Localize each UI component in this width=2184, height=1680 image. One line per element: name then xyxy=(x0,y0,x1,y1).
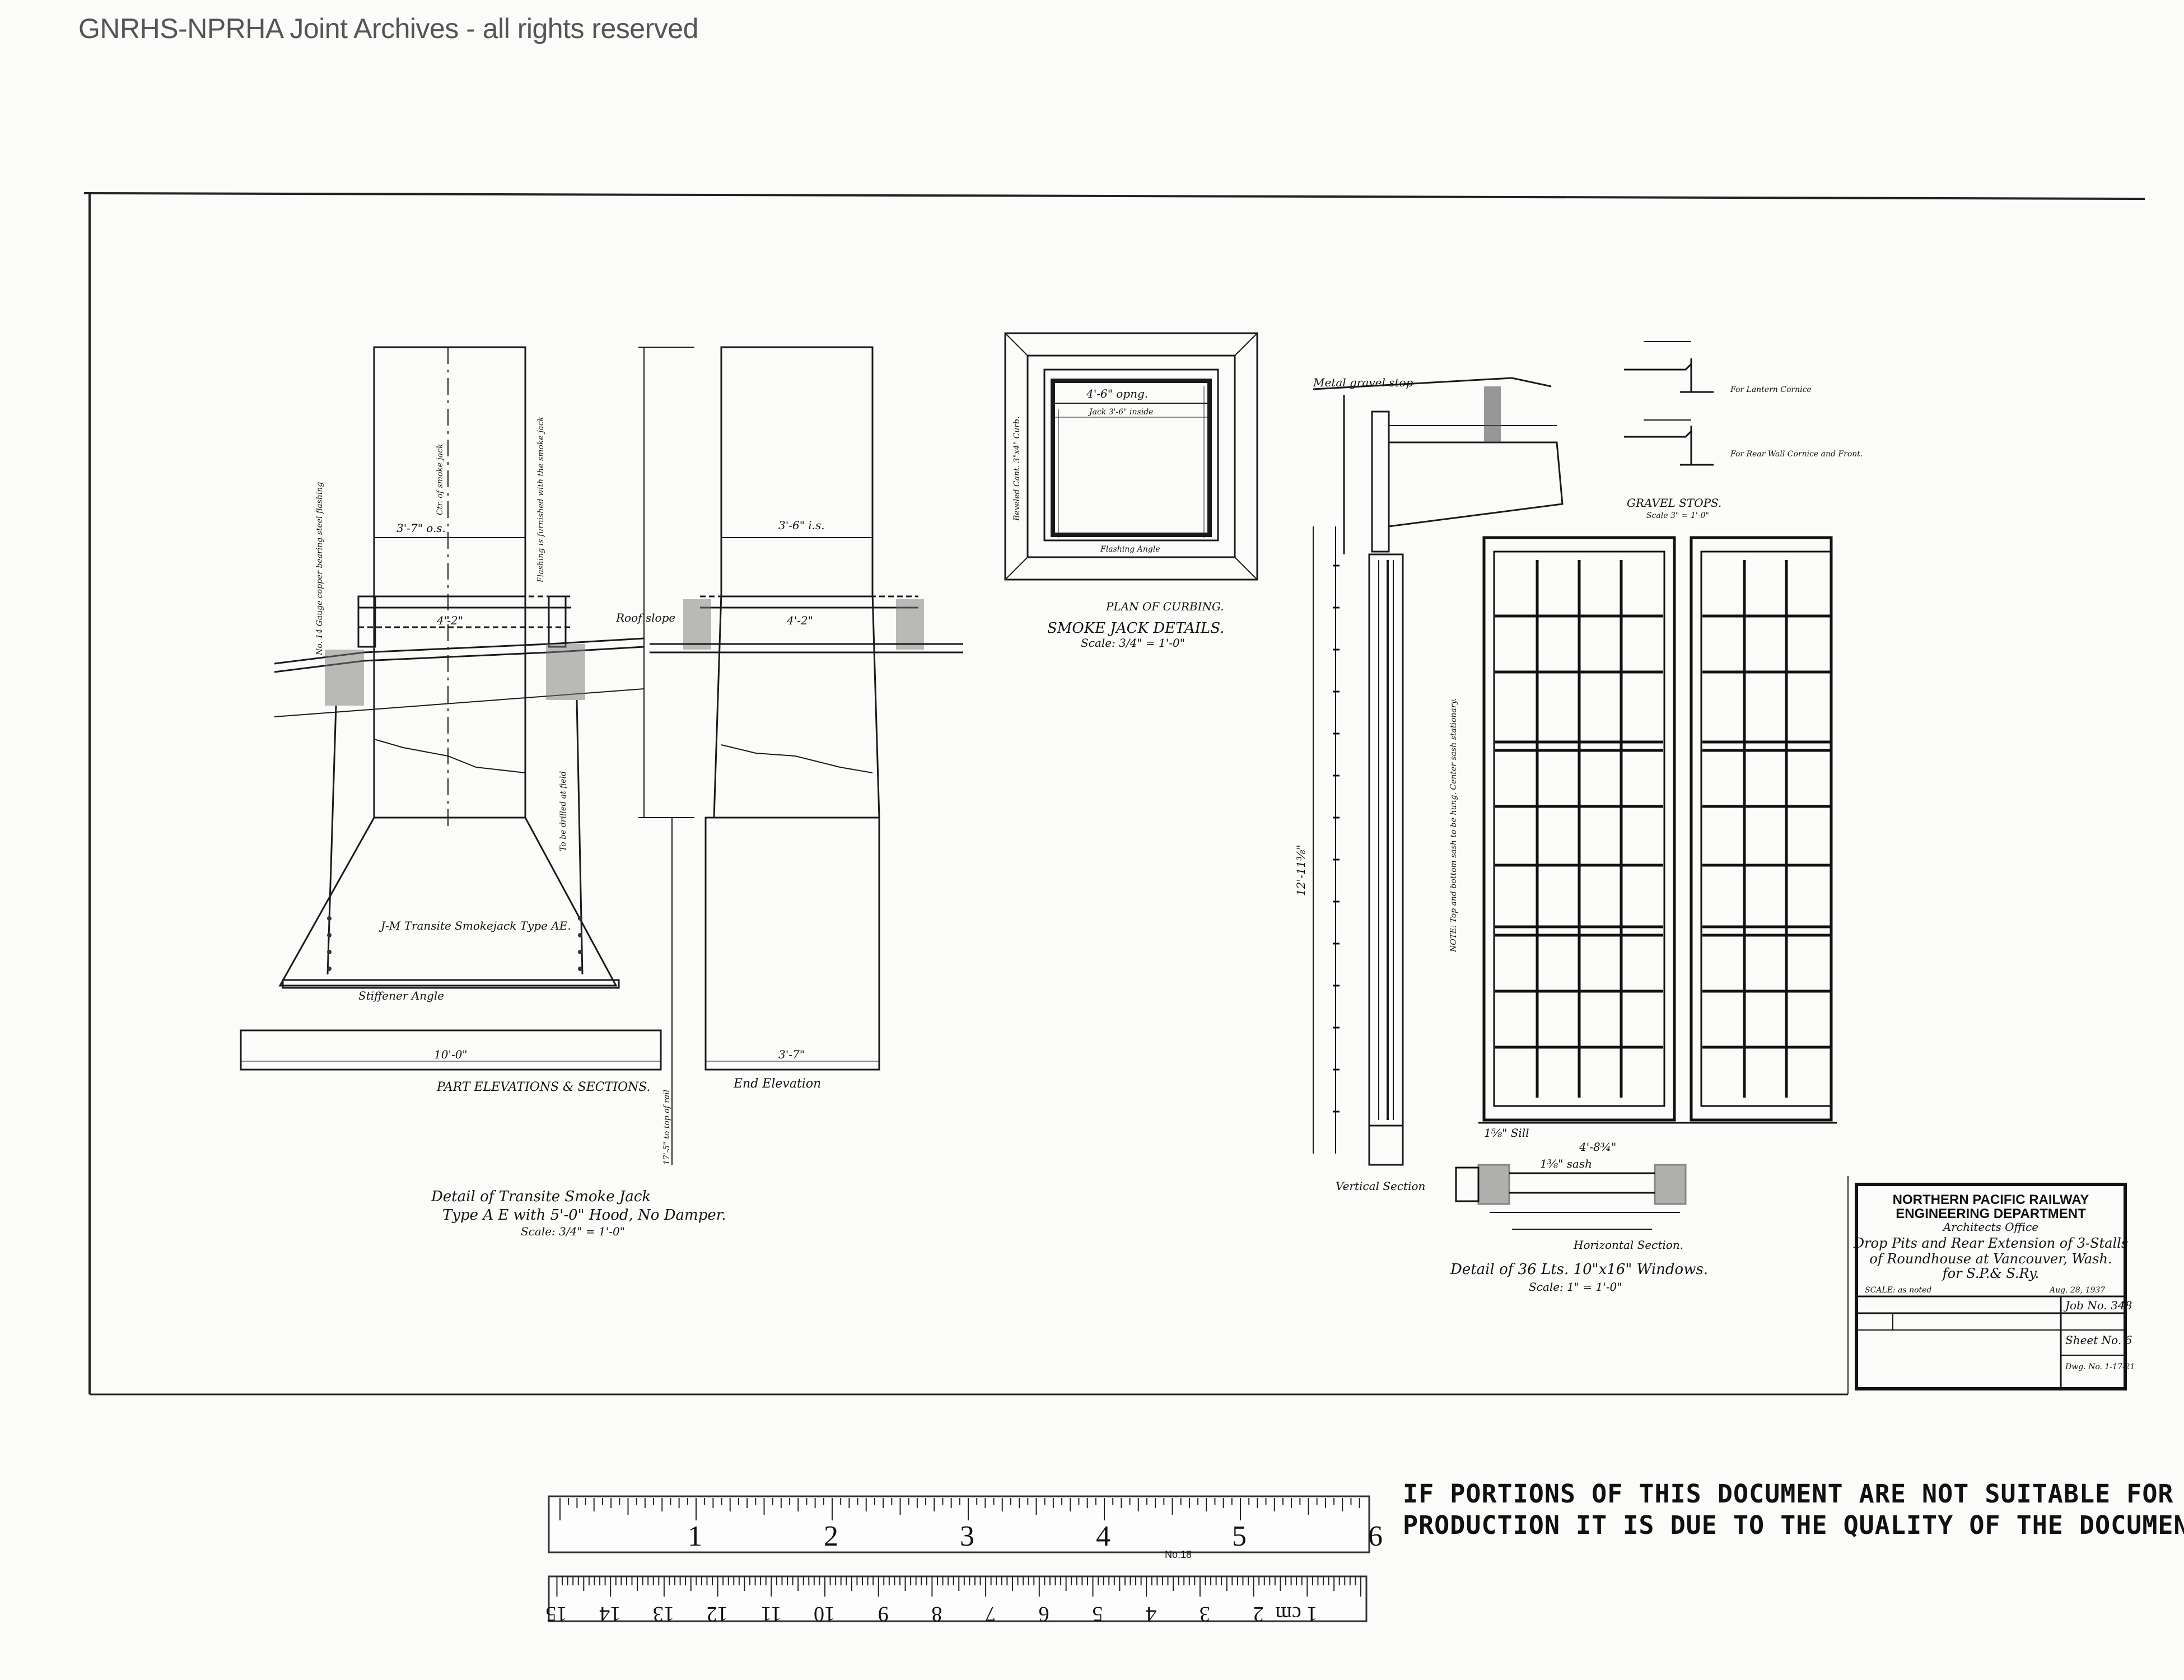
ruler-cm-label: 12 xyxy=(707,1602,728,1626)
tb-scale: SCALE: as noted xyxy=(1865,1286,1931,1295)
caption-end-elevation: End Elevation xyxy=(733,1077,821,1091)
tb-company: NORTHERN PACIFIC RAILWAY xyxy=(1893,1192,2089,1207)
label-curb: Beveled Cant. 3"x4" Curb. xyxy=(1012,417,1021,521)
ruler-cm-label: 8 xyxy=(931,1602,942,1626)
tb-office: Architects Office xyxy=(1942,1220,2038,1234)
scale-smoke-jack-details: Scale: 3/4" = 1'-0" xyxy=(1081,636,1185,650)
tb-department: ENGINEERING DEPARTMENT xyxy=(1896,1206,2086,1221)
dim-hood-42b: 4'-2" xyxy=(786,614,813,627)
window-vertical-section xyxy=(1313,377,1564,1166)
scale-window-detail: Scale: 1" = 1'-0" xyxy=(1529,1280,1622,1294)
window-elevation xyxy=(1478,536,1837,1124)
smoke-jack-end-elevation xyxy=(650,346,963,1071)
label-rear-wall-cornice: For Rear Wall Cornice and Front. xyxy=(1730,450,1863,459)
ruler-inch-labels: 1 2 3 4 5 6 xyxy=(688,1520,1383,1552)
label-ctr-smoke-jack: Ctr. of smoke jack xyxy=(436,444,445,515)
dim-hood-42: 4'-2" xyxy=(436,614,463,627)
label-drilled-field: To be drilled at field xyxy=(559,771,568,851)
ruler-cm-label: 9 xyxy=(878,1602,889,1626)
dim-inside-width: 3'-6" i.s. xyxy=(778,519,825,532)
subtitle-smoke-jack-detail: Type A E with 5'-0" Hood, No Damper. xyxy=(442,1207,726,1224)
dim-outside-width: 3'-7" o.s. xyxy=(396,521,446,535)
label-flashing-furnished: Flashing is furnished with the smoke jac… xyxy=(536,417,545,583)
ruler-inch-label: 4 xyxy=(1096,1520,1110,1552)
dim-end-width: 3'-7" xyxy=(778,1048,805,1061)
notice-line-1: IF PORTIONS OF THIS DOCUMENT ARE NOT SUI… xyxy=(1403,1479,2184,1509)
ruler-inch-label: 2 xyxy=(824,1520,838,1552)
dim-window-height: 12'-11⅜" xyxy=(1294,844,1308,896)
notice-line-2: PRODUCTION IT IS DUE TO THE QUALITY OF T… xyxy=(1403,1510,2184,1540)
tb-line3: for S.P.& S.Ry. xyxy=(1942,1266,2039,1281)
ruler-cm-label: 11 xyxy=(761,1602,782,1626)
label-stiffener-angle: Stiffener Angle xyxy=(358,989,444,1002)
label-steel-flashing: No. 14 Gauge copper bearing steel flashi… xyxy=(315,482,324,656)
ruler-cm-label: 14 xyxy=(599,1602,620,1626)
ruler-cm-label: 5 xyxy=(1093,1602,1103,1626)
label-metal-gravel-stop: Metal gravel stop xyxy=(1313,376,1413,389)
tb-job-number: Job No. 348 xyxy=(2063,1299,2132,1312)
ruler-cm-label: 2 xyxy=(1253,1602,1264,1626)
caption-plan-of-curbing: PLAN OF CURBING. xyxy=(1105,600,1224,613)
title-block xyxy=(1855,1183,2127,1390)
ruler-inch-label: 1 xyxy=(688,1520,702,1552)
label-flashing-angle: Flashing Angle xyxy=(1100,545,1160,554)
window-horizontal-section xyxy=(1455,1164,1687,1230)
tb-sheet-number: Sheet No. 6 xyxy=(2065,1333,2132,1347)
window-sash-mullions xyxy=(1495,560,1831,1098)
note-sash: NOTE: Top and bottom sash to be hung. Ce… xyxy=(1449,698,1458,953)
smoke-jack-elevation xyxy=(240,346,662,1071)
dim-curb-opening: 4'-6" opng. xyxy=(1086,387,1148,400)
title-window-detail: Detail of 36 Lts. 10"x16" Windows. xyxy=(1450,1261,1708,1278)
ruler-cm-label: 3 xyxy=(1200,1602,1210,1626)
tb-date: Aug. 28, 1937 xyxy=(2048,1286,2105,1295)
dim-jack-inside: Jack 3'-6" inside xyxy=(1088,408,1153,417)
title-smoke-jack-detail: Detail of Transite Smoke Jack xyxy=(431,1188,651,1205)
archive-watermark: GNRHS-NPRHA Joint Archives - all rights … xyxy=(78,13,698,44)
ruler-cm-labels: 1 cm 2 3 4 5 6 7 8 9 10 11 12 13 14 15 xyxy=(546,1602,1318,1626)
ruler-cm-label: 13 xyxy=(653,1602,674,1626)
scale-ruler xyxy=(548,1495,1370,1622)
ruler-inch-label: 3 xyxy=(960,1520,974,1552)
dim-sill: 1⅝" Sill xyxy=(1484,1126,1529,1140)
tb-line2: of Roundhouse at Vancouver, Wash. xyxy=(1869,1251,2112,1267)
title-gravel-stops: GRAVEL STOPS. xyxy=(1627,496,1721,510)
dim-sash-horizontal: 1⅜" sash xyxy=(1540,1157,1592,1170)
ruler-maker-mark: No.18 xyxy=(1165,1549,1192,1560)
dim-rail-height: 17'-5" to top of rail xyxy=(662,1090,671,1165)
ruler-cm-label: 6 xyxy=(1039,1602,1049,1626)
scale-gravel-stops: Scale 3" = 1'-0" xyxy=(1646,511,1709,520)
caption-horizontal-section: Horizontal Section. xyxy=(1573,1238,1683,1252)
sheet-border xyxy=(83,192,2145,1396)
dimension-lines-left xyxy=(638,347,694,1165)
tb-dwg-number: Dwg. No. 1-17-21 xyxy=(2065,1362,2135,1371)
reproduction-notice: IF PORTIONS OF THIS DOCUMENT ARE NOT SUI… xyxy=(1403,1478,2184,1541)
ruler-cm-label: 15 xyxy=(546,1602,567,1626)
title-smoke-jack-details: SMOKE JACK DETAILS. xyxy=(1047,620,1224,637)
dim-hood-width: 10'-0" xyxy=(434,1048,468,1061)
curbing-plan xyxy=(1004,332,1258,581)
ruler-cm-label: 7 xyxy=(985,1602,996,1626)
label-roof-slope: Roof slope xyxy=(615,611,675,624)
ruler-cm-label: 1 cm xyxy=(1275,1602,1317,1626)
caption-part-elevations: PART ELEVATIONS & SECTIONS. xyxy=(436,1080,651,1094)
label-lantern-cornice: For Lantern Cornice xyxy=(1730,385,1812,394)
label-transite-jack: J-M Transite Smokejack Type AE. xyxy=(379,919,571,932)
ruler-cm-label: 4 xyxy=(1146,1602,1156,1626)
gravel-stops-detail xyxy=(1624,341,1714,466)
dim-window-width: 4'-8¾" xyxy=(1579,1140,1616,1154)
vertical-section-ticks xyxy=(1333,564,1340,1113)
tb-line1: Drop Pits and Rear Extension of 3-Stalls xyxy=(1853,1235,2128,1251)
ruler-inch-label: 6 xyxy=(1368,1520,1383,1552)
ruler-cm-label: 10 xyxy=(814,1602,835,1626)
scale-smoke-jack-detail: Scale: 3/4" = 1'-0" xyxy=(521,1225,625,1238)
caption-vertical-section: Vertical Section xyxy=(1336,1179,1425,1193)
ruler-inch-label: 5 xyxy=(1232,1520,1247,1552)
